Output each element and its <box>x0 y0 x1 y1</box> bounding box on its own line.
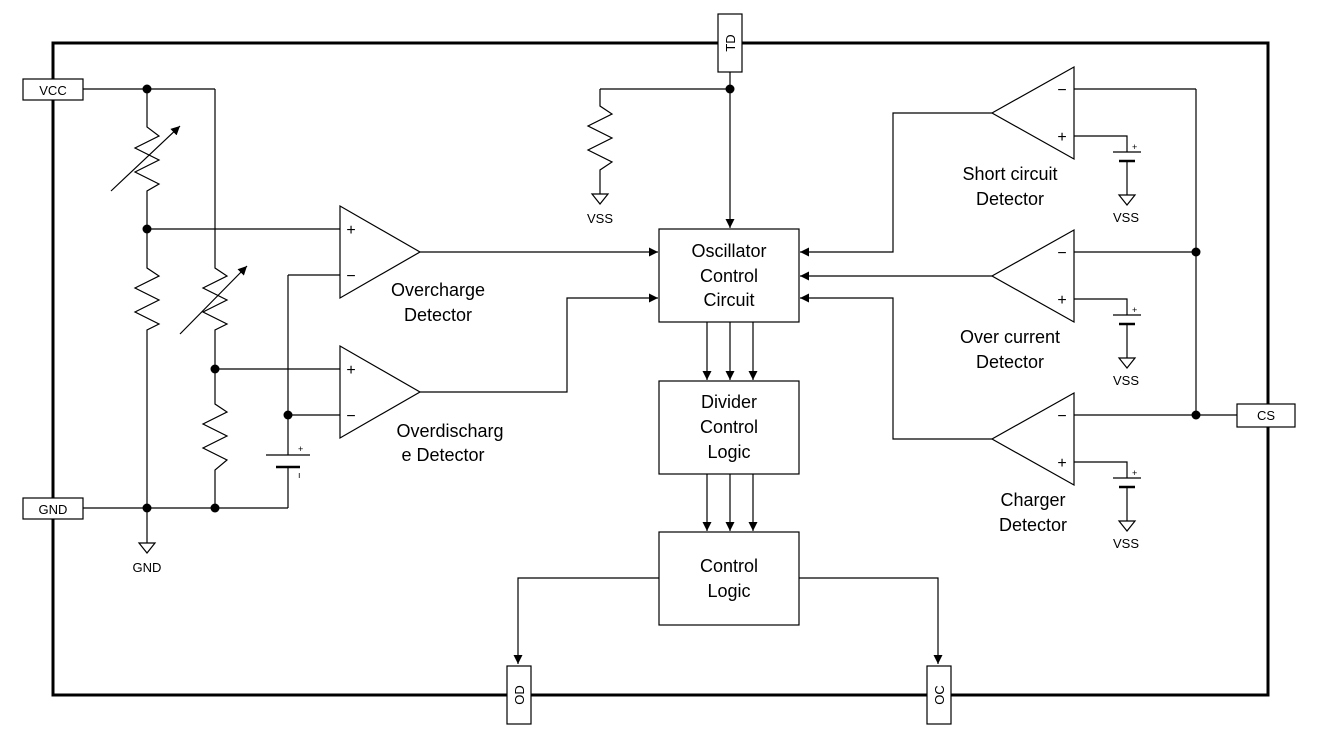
resistor-left <box>133 262 161 336</box>
short-label-line1: Short circuit <box>962 164 1057 184</box>
battery-plus: + <box>298 444 303 454</box>
overdischarge-label-line2: e Detector <box>401 445 484 465</box>
over-current-reference: + VSS <box>1074 298 1141 388</box>
short-label-line2: Detector <box>976 189 1044 209</box>
left-junctions <box>142 84 293 513</box>
divider-control-block: Divider Control Logic <box>658 380 800 475</box>
over-current-label-line1: Over current <box>960 327 1060 347</box>
vss-short-label: VSS <box>1113 210 1139 225</box>
overcharge-plus: + <box>346 222 355 239</box>
oscillator-label-line2: Control <box>700 266 758 286</box>
vss-td-label: VSS <box>587 211 613 226</box>
oscillator-label-line3: Circuit <box>703 290 754 310</box>
charger-label-line2: Detector <box>999 515 1067 535</box>
reference-battery: + ı <box>266 444 310 480</box>
right-comparator-outputs <box>800 112 992 440</box>
short-plus: + <box>1057 129 1066 146</box>
oscillator-label-line1: Oscillator <box>691 241 766 261</box>
overdischarge-plus: + <box>346 362 355 379</box>
overdischarge-minus: − <box>346 408 355 425</box>
gnd-pin-label: GND <box>39 502 68 517</box>
oc-pin-label: OC <box>932 685 947 705</box>
control-label-line1: Control <box>700 556 758 576</box>
control-logic-block: Control Logic <box>658 531 800 626</box>
over-current-plus: + <box>1057 292 1066 309</box>
overdischarge-label-line1: Overdischarg <box>396 421 503 441</box>
divider-label-line1: Divider <box>701 392 757 412</box>
overcharge-label-line1: Overcharge <box>391 280 485 300</box>
overcharge-minus: − <box>346 268 355 285</box>
divider-label-line3: Logic <box>707 442 750 462</box>
od-pin: OD <box>506 665 532 725</box>
osc-to-divider-arrows <box>702 322 758 380</box>
od-pin-label: OD <box>512 685 527 705</box>
vss-charger-label: VSS <box>1113 536 1139 551</box>
over-current-minus: − <box>1057 245 1066 262</box>
cs-pin: CS <box>1236 403 1296 428</box>
over-current-label-line2: Detector <box>976 352 1044 372</box>
td-wires: VSS <box>586 72 735 228</box>
oc-pin: OC <box>926 665 952 725</box>
variable-resistor-1 <box>110 120 181 198</box>
left-comparator-outputs <box>420 247 658 393</box>
left-wires <box>83 88 340 543</box>
overcharge-comparator: + − Overcharge Detector <box>339 204 485 325</box>
charger-minus: − <box>1057 408 1066 425</box>
td-pin: TD <box>717 13 743 73</box>
control-label-line2: Logic <box>707 581 750 601</box>
battery-minus: ı <box>298 470 301 480</box>
gnd-symbol: GND <box>133 542 162 575</box>
cs-bus <box>1074 88 1237 420</box>
charger-reference: + VSS <box>1074 461 1141 551</box>
resistor-right <box>201 396 229 478</box>
oscillator-control-block: Oscillator Control Circuit <box>658 228 800 323</box>
gnd-symbol-label: GND <box>133 560 162 575</box>
cs-pin-label: CS <box>1257 408 1275 423</box>
gnd-pin: GND <box>22 497 84 520</box>
charger-plus: + <box>1057 455 1066 472</box>
overdischarge-comparator: + − Overdischarg e Detector <box>339 344 504 465</box>
short-minus: − <box>1057 82 1066 99</box>
divider-to-control-arrows <box>702 474 758 531</box>
short-ref-plus: + <box>1132 142 1137 152</box>
overcharge-label-line2: Detector <box>404 305 472 325</box>
vcc-pin: VCC <box>22 78 84 101</box>
charger-comparator: − + Charger Detector <box>990 391 1075 535</box>
divider-label-line2: Control <box>700 417 758 437</box>
over-current-comparator: − + Over current Detector <box>960 228 1075 372</box>
over-current-ref-plus: + <box>1132 305 1137 315</box>
short-reference: + VSS <box>1074 135 1141 225</box>
chip-outline <box>51 41 1270 697</box>
td-pin-label: TD <box>723 34 738 51</box>
variable-resistor-2 <box>179 262 248 336</box>
charger-ref-plus: + <box>1132 468 1137 478</box>
vss-over-label: VSS <box>1113 373 1139 388</box>
short-circuit-comparator: − + Short circuit Detector <box>962 65 1075 209</box>
control-outputs <box>513 577 943 664</box>
charger-label-line1: Charger <box>1000 490 1065 510</box>
vcc-pin-label: VCC <box>39 83 66 98</box>
